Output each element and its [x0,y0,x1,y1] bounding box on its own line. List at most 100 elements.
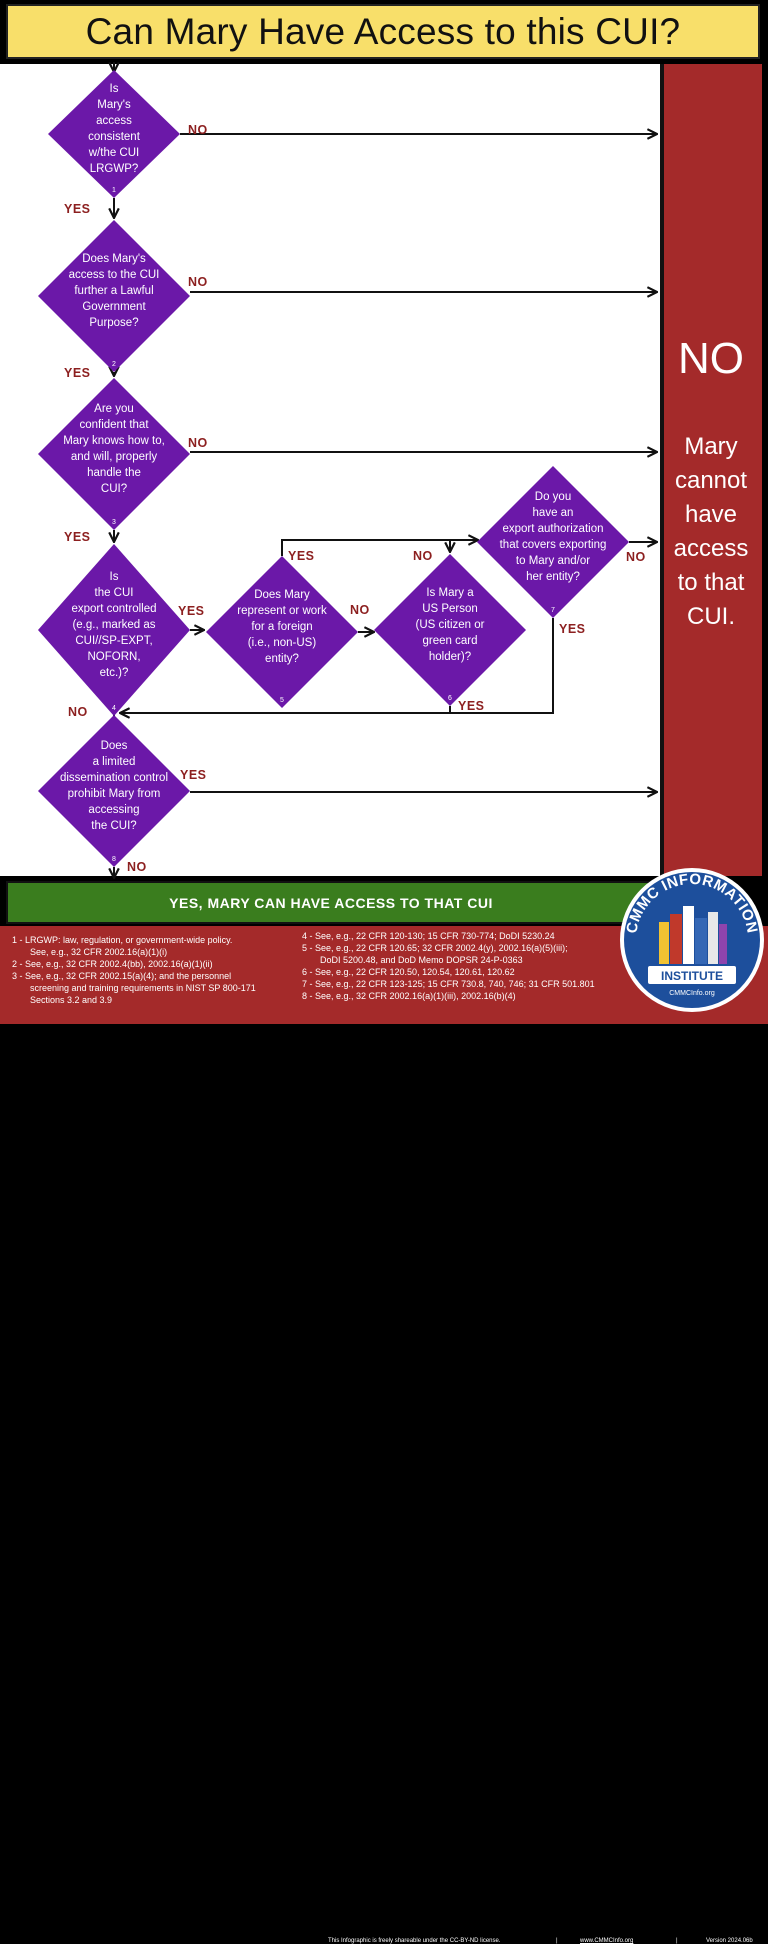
decision-diamond: Does a limited dissemination control prohib… [38,715,190,867]
decision-question-line: CUI? [101,483,127,495]
footnote-line: 3 - See, e.g., 32 CFR 2002.15(a)(4); and… [12,971,232,981]
decision-question-line: Mary's [97,99,131,111]
decision-question-line: represent or work [237,605,327,617]
decision-diamond: Does Mary's access to the CUI further a La… [38,220,190,372]
decision-question-line: Mary knows how to, [63,435,165,447]
footnote-ref: 8 [112,856,116,863]
decision-question-line: w/the CUI [88,147,140,159]
title-banner: Can Mary Have Access to this CUI? [6,4,760,59]
connector-arrow [120,618,554,713]
no-label: NO [188,436,208,450]
decision-question-line: LRGWP? [90,163,139,175]
decision-question-line: Does Mary [254,589,310,601]
decision-question-line: (e.g., marked as [72,619,155,631]
no-outcome-line: access [673,535,749,562]
footnote-line: 6 - See, e.g., 22 CFR 120.50, 120.54, 12… [302,967,515,977]
logo-banner [648,966,736,984]
footnote-line: 5 - See, e.g., 22 CFR 120.65; 32 CFR 200… [302,943,568,953]
decision-question-line: dissemination control [60,772,168,784]
decision-question-line: green card [423,635,478,647]
yes-outcome-text: YES, MARY CAN HAVE ACCESS TO THAT CUI [169,894,493,911]
decision-question-line: holder)? [429,651,471,663]
decision-question-line: the CUI [95,587,134,599]
connector-arrow [281,539,450,556]
decision-question-line: export controlled [71,603,156,615]
decision-question-line: confident that [79,419,149,431]
footnote-ref: 5 [280,697,284,704]
yes-label: YES [288,549,315,563]
yes-label: YES [64,202,91,216]
website-link[interactable]: www.CMMCInfo.org [580,1938,634,1944]
decision-question-line: further a Lawful [74,285,153,297]
decision-question-line: etc.)? [100,667,129,679]
no-label: NO [68,705,88,719]
decision-question-line: NOFORN, [87,651,140,663]
books-icon [659,906,727,964]
no-outcome-line: CUI. [687,603,735,630]
decision-question-line: the CUI? [91,820,136,832]
yes-label: YES [180,768,207,782]
decision-question-line: (i.e., non-US) [248,637,317,649]
decision-question-line: Does [101,740,128,752]
decision-question-line: Is [110,83,119,95]
decision-question-line: Is [110,571,119,583]
footnote-ref: 2 [112,361,116,368]
footnotes-right: 4 - See, e.g., 22 CFR 120-130; 15 CFR 73… [302,930,595,1002]
footnote-line: screening and training requirements in N… [30,983,256,993]
footnote-line: 2 - See, e.g., 32 CFR 2002.4(bb), 2002.1… [12,959,213,969]
decision-question-line: her entity? [526,571,580,583]
logo-banner-text: INSTITUTE [661,969,723,983]
decision-question-line: US Person [422,603,478,615]
decision-question-line: a limited [93,756,136,768]
no-outcome-line: cannot [674,467,748,494]
yes-label: YES [64,530,91,544]
no-outcome-panel [660,64,762,876]
no-outcome-line: have [684,501,738,528]
footnote-ref: 1 [112,187,116,194]
separator: | [676,1938,678,1944]
yes-label: YES [559,622,586,636]
decision-question-line: prohibit Mary from [68,788,161,800]
decision-question-line: access [96,115,132,127]
license-text: This Infographic is freely shareable und… [328,1938,501,1944]
footnote-ref: 7 [551,607,555,614]
decision-question-line: access to the CUI [69,269,160,281]
footnote-line: DoDI 5200.48, and DoD Memo DOPSR 24-P-03… [320,955,523,965]
decision-question-line: export authorization [502,523,603,535]
page-title: Can Mary Have Access to this CUI? [85,10,681,52]
decision-question-line: Do you [535,491,571,503]
decision-question-line: CUI//SP-EXPT, [75,635,152,647]
footnote-ref: 4 [112,705,116,712]
no-label: NO [188,275,208,289]
no-label: NO [350,603,370,617]
decision-question-line: to Mary and/or [516,555,590,567]
footnote-ref: 3 [112,519,116,526]
footnote-line: Sections 3.2 and 3.9 [30,995,113,1005]
version-label: Version 2024.06b [706,1938,753,1944]
no-label: NO [413,549,433,563]
no-label: NO [127,860,147,874]
decision-question-line: Government [82,301,146,313]
decision-question-line: entity? [265,653,299,665]
footnote-line: See, e.g., 32 CFR 2002.16(a)(1)(i) [30,947,168,957]
footnote-ref: 6 [448,695,452,702]
footnote-line: 1 - LRGWP: law, regulation, or governmen… [12,935,233,945]
no-outcome-text: Mary cannot have access to that CUI. [660,430,762,634]
no-outcome-line: to that [677,569,745,596]
separator: | [556,1938,558,1944]
logo-url: CMMCInfo.org [669,990,715,997]
decision-question-line: Does Mary's [82,253,146,265]
decision-question-line: Purpose? [89,317,138,329]
decision-question-line: and will, properly [71,451,158,463]
yes-label: YES [458,699,485,713]
yes-outcome-bar: YES, MARY CAN HAVE ACCESS TO THAT CUI [6,881,656,924]
decision-question-line: for a foreign [251,621,312,633]
yes-label: YES [64,366,91,380]
decision-question-line: Are you [94,403,134,415]
footnotes-left: 1 - LRGWP: law, regulation, or governmen… [12,934,256,1006]
